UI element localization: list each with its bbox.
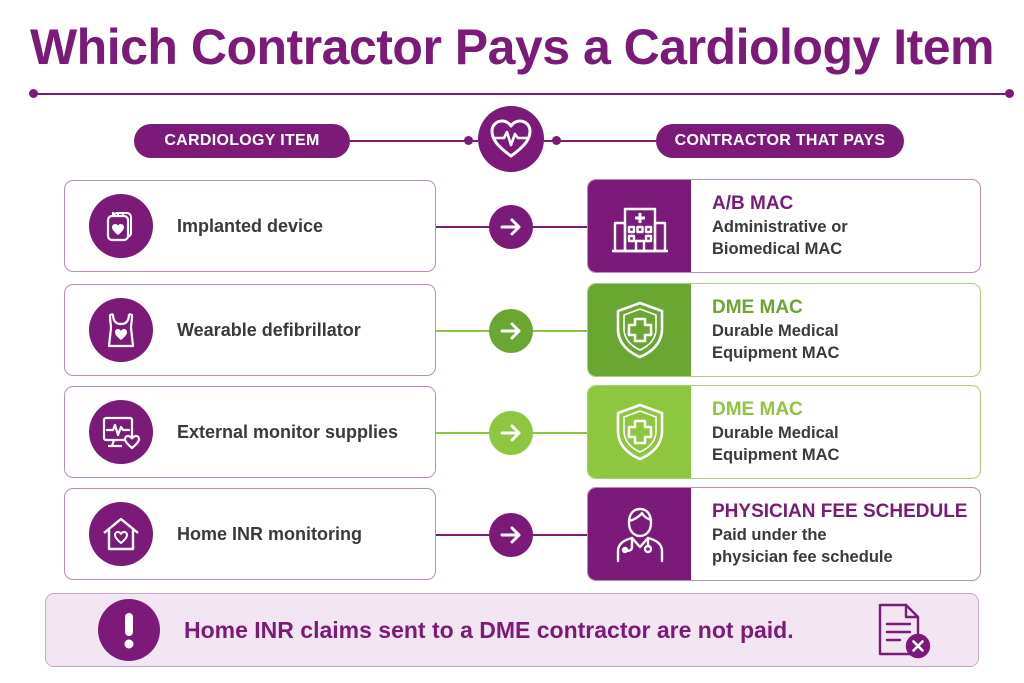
item-label: Implanted device: [177, 215, 324, 236]
heart-pulse-icon: [478, 106, 544, 172]
arrow-right-icon: [489, 513, 533, 557]
contractor-name: DME MAC: [712, 399, 803, 420]
contractor-description-line2: Equipment MAC: [712, 446, 840, 464]
shield-cross-icon: [588, 284, 691, 376]
physician-icon: [588, 488, 691, 580]
hospital-icon: [588, 180, 691, 272]
contractor-name: PHYSICIAN FEE SCHEDULE: [712, 501, 968, 522]
header-connector-left: [350, 140, 478, 142]
header-contractor-that-pays: CONTRACTOR THAT PAYS: [656, 124, 904, 158]
contractor-name: DME MAC: [712, 297, 803, 318]
contractor-description-line2: Equipment MAC: [712, 344, 840, 362]
exclamation-icon: [98, 599, 160, 661]
item-row-wearable-defibrillator: Wearable defibrillator: [64, 284, 436, 376]
implant-device-icon: [89, 194, 153, 258]
page-title: Which Contractor Pays a Cardiology Item: [29, 19, 995, 75]
arrow-right-icon: [489, 205, 533, 249]
item-label: External monitor supplies: [177, 421, 399, 442]
contractor-description-line1: Administrative or: [712, 218, 848, 236]
contractor-description-line2: Biomedical MAC: [712, 240, 843, 258]
header-cardiology-item: CARDIOLOGY ITEM: [134, 124, 350, 158]
rejected-document-icon: [876, 602, 936, 665]
monitor-heart-icon: [89, 400, 153, 464]
item-label: Home INR monitoring: [177, 523, 362, 544]
title-divider: [33, 93, 1009, 95]
divider-dot-left: [29, 89, 38, 98]
vest-icon: [89, 298, 153, 362]
contractor-card-dme-mac: DME MAC Durable Medical Equipment MAC: [587, 283, 981, 377]
warning-text: Home INR claims sent to a DME contractor…: [184, 616, 794, 643]
contractor-name: A/B MAC: [712, 193, 794, 214]
shield-cross-icon: [588, 386, 691, 478]
warning-banner: Home INR claims sent to a DME contractor…: [45, 593, 979, 667]
item-row-implanted-device: Implanted device: [64, 180, 436, 272]
contractor-description-line1: Paid under the: [712, 526, 827, 544]
contractor-card-dme-mac: DME MAC Durable Medical Equipment MAC: [587, 385, 981, 479]
contractor-description-line1: Durable Medical: [712, 424, 839, 442]
item-row-home-inr-monitoring: Home INR monitoring: [64, 488, 436, 580]
arrow-right-icon: [489, 309, 533, 353]
header-connector-right: [544, 140, 656, 142]
contractor-description-line1: Durable Medical: [712, 322, 839, 340]
header-connector-dot-right: [552, 136, 561, 145]
item-label: Wearable defibrillator: [177, 319, 361, 340]
contractor-description-line2: physician fee schedule: [712, 548, 893, 566]
divider-dot-right: [1005, 89, 1014, 98]
item-row-external-monitor-supplies: External monitor supplies: [64, 386, 436, 478]
contractor-card-physician-fee-schedule: PHYSICIAN FEE SCHEDULE Paid under the ph…: [587, 487, 981, 581]
arrow-right-icon: [489, 411, 533, 455]
contractor-card-ab-mac: A/B MAC Administrative or Biomedical MAC: [587, 179, 981, 273]
header-connector-dot-left: [464, 136, 473, 145]
home-heart-icon: [89, 502, 153, 566]
